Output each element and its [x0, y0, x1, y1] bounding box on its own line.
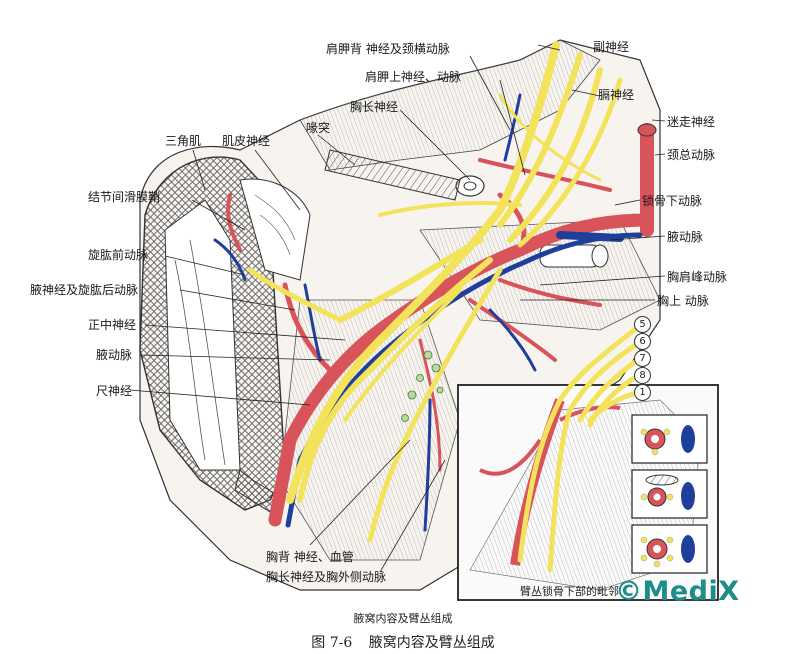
- label-long-thoracic-nerve: 胸长神经: [350, 100, 399, 114]
- inset-number: 6: [634, 333, 651, 350]
- clavicle-cut: [539, 244, 609, 268]
- label-intertubercular-sheath: 结节间滑膜鞘: [88, 190, 161, 204]
- label-thoracodorsal: 胸背 神经、血管: [266, 550, 354, 564]
- deltoid-muscle: [139, 156, 311, 511]
- inset-number: 1: [634, 384, 651, 401]
- label-thoracoacromial: 胸肩峰动脉: [667, 270, 728, 284]
- inset-panel: [457, 322, 719, 601]
- label-axillary-nerve: 腋神经及旋肱后动脉: [30, 283, 139, 297]
- label-axillary-artery-left: 腋动脉: [96, 348, 133, 362]
- brachial-plexus-nerves: [247, 41, 623, 543]
- coracoid-process: [324, 149, 485, 201]
- leader-lines: [129, 44, 666, 573]
- label-common-carotid: 颈总动脉: [667, 148, 716, 162]
- caption-small: 腋窝内容及臂丛组成: [353, 612, 453, 625]
- label-suprascapular-nerve: 肩胛上神经、动脉: [365, 70, 462, 84]
- label-superior-thoracic: 胸上 动脉: [657, 294, 709, 308]
- label-accessory-nerve: 副神经: [593, 40, 630, 54]
- label-vagus-nerve: 迷走神经: [667, 115, 716, 129]
- label-median-nerve: 正中神经: [88, 318, 137, 332]
- inset-number: 8: [634, 367, 651, 384]
- label-axillary-artery-right: 腋动脉: [667, 230, 704, 244]
- lymph-nodes: [401, 350, 444, 422]
- label-dorsal-scapular-nerve: 肩胛背 神经及颈横动脉: [326, 42, 450, 56]
- label-long-thoracic-lateral: 胸长神经及胸外侧动脉: [266, 570, 387, 584]
- label-phrenic-nerve: 膈神经: [598, 88, 635, 102]
- label-coracoid: 喙突: [306, 121, 331, 135]
- inset-number: 7: [634, 350, 651, 367]
- figure-title: 腋窝内容及臂丛组成: [368, 635, 495, 651]
- figure-caption: 图 7-6 腋窝内容及臂丛组成: [0, 632, 806, 652]
- label-musculocutaneous-nerve: 肌皮神经: [222, 134, 271, 148]
- figure-number: 图 7-6: [311, 635, 353, 651]
- label-ulnar-nerve: 尺神经: [96, 384, 133, 398]
- inset-number: 5: [634, 316, 651, 333]
- inset-cross-sections: [631, 414, 708, 574]
- watermark-logo: ©MediX: [615, 576, 740, 607]
- label-anterior-circumflex: 旋肱前动脉: [88, 248, 149, 262]
- inset-caption: 臂丛锁骨下部的毗邻: [520, 585, 619, 598]
- label-subclavian-artery: 锁骨下动脉: [642, 194, 703, 208]
- label-deltoid: 三角肌: [165, 134, 202, 148]
